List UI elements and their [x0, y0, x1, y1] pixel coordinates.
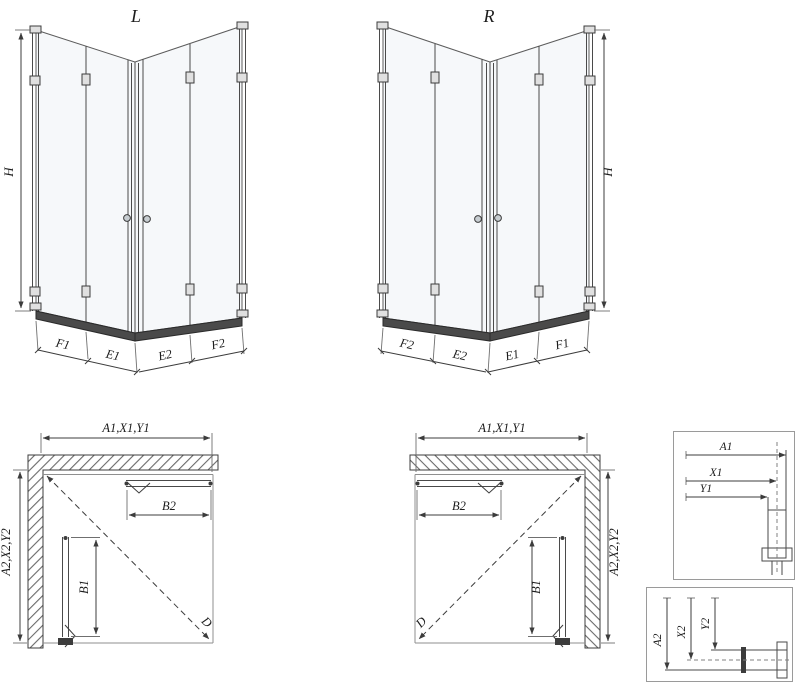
plan-view-left: A1,X1,Y1 B2 B1 A2,X2,Y2 D — [0, 421, 290, 688]
dim-label-x2: X2 — [676, 625, 688, 639]
detail-dimension-arrows — [686, 452, 786, 500]
dim-label-e2: E2 — [451, 347, 469, 364]
dim-label-f1: F1 — [553, 336, 571, 353]
dim-label-x1: X1 — [709, 467, 723, 479]
door-depth-dim-label: B1 — [77, 580, 91, 594]
door-depth-dim-label: B1 — [529, 580, 543, 594]
dim-label-e1: E1 — [104, 347, 122, 364]
front-view-right: R H F2 E2 E1 F1 — [295, 6, 615, 400]
depth-dim-label: A2,X2,Y2 — [0, 528, 13, 576]
height-dim-label: H — [1, 167, 16, 178]
plan-artwork-instance — [13, 433, 218, 648]
width-dim-label: A1,X1,Y1 — [101, 421, 149, 435]
dim-label-e1: E1 — [503, 347, 521, 364]
front-artwork-instance-mirrored — [377, 22, 610, 375]
profile-detail-width: A1 X1 Y1 — [673, 431, 795, 580]
detail-frame — [673, 431, 795, 580]
plan-view-right: A1,X1,Y1 B2 B1 A2,X2,Y2 D — [298, 421, 621, 688]
dim-label-e2: E2 — [156, 347, 174, 364]
width-dim-label: A1,X1,Y1 — [477, 421, 525, 435]
front-view-left: L H F1 E1 E2 F2 — [1, 6, 340, 400]
profile-cross-section — [761, 450, 793, 575]
door-width-dim-label: B2 — [452, 499, 466, 513]
variant-label: L — [130, 6, 141, 26]
dim-label-f1: F1 — [54, 336, 72, 353]
depth-dim-label: A2,X2,Y2 — [607, 528, 621, 576]
variant-label: R — [483, 6, 495, 26]
height-dim-label: H — [600, 167, 615, 178]
dim-label-y2: Y2 — [700, 618, 712, 630]
dim-label-f2: F2 — [209, 336, 227, 353]
diagonal-dim-label: D — [198, 613, 215, 630]
detail-frame — [646, 587, 793, 682]
front-artwork-instance — [15, 22, 248, 375]
plan-artwork-instance-mirrored — [410, 433, 615, 648]
dim-label-y1: Y1 — [700, 483, 712, 495]
profile-detail-depth: A2 X2 Y2 — [646, 587, 793, 682]
detail-dimension-arrows — [664, 598, 718, 670]
dim-label-f2: F2 — [398, 336, 416, 353]
dim-label-a2: A2 — [652, 633, 664, 647]
door-width-dim-label: B2 — [162, 499, 176, 513]
dim-label-a1: A1 — [719, 441, 733, 453]
